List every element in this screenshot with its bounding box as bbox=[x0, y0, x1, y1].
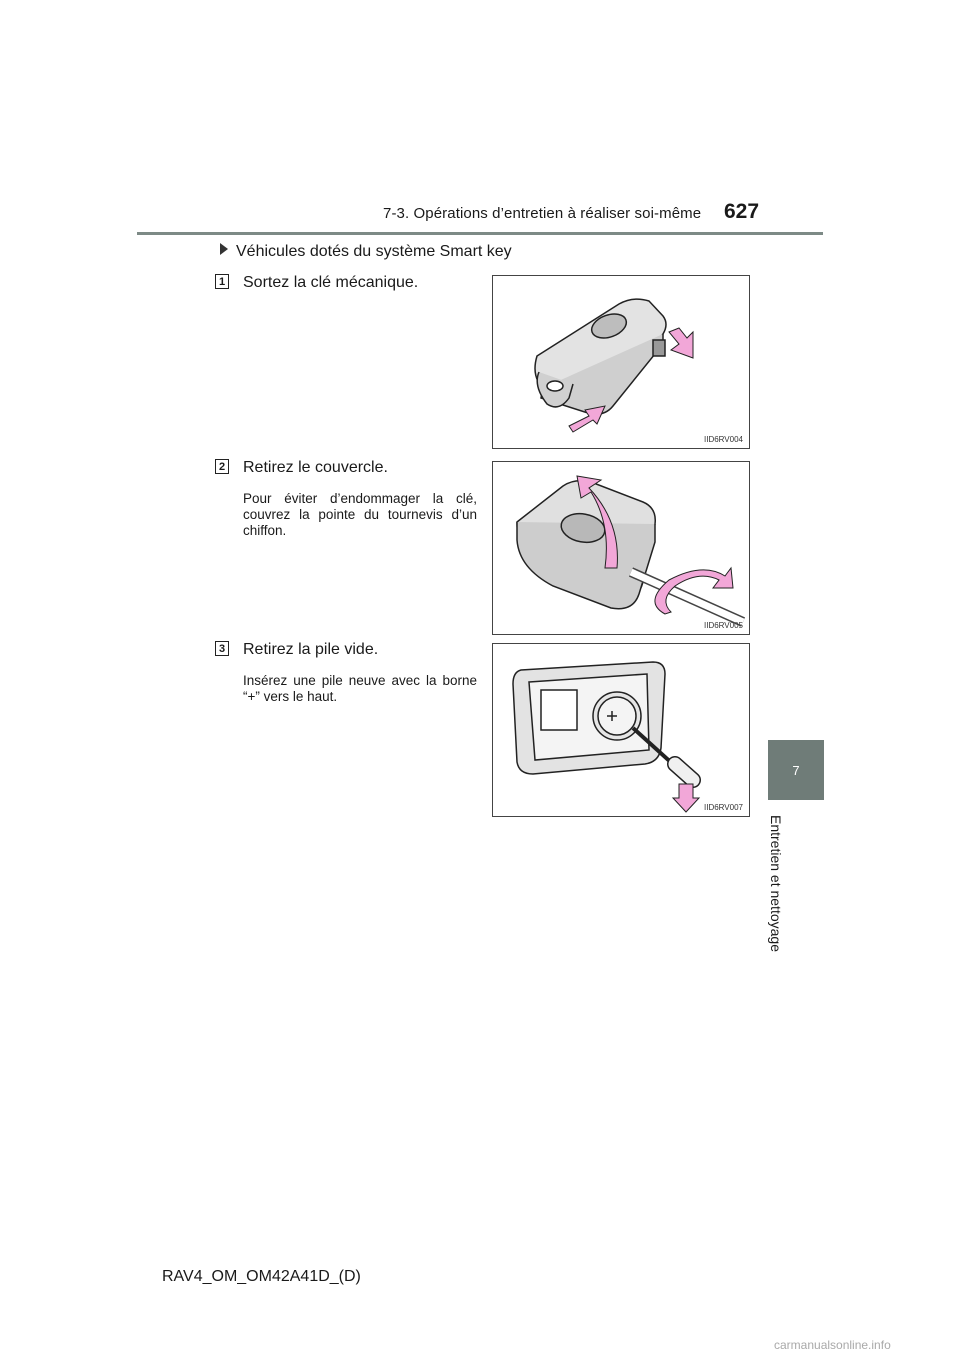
step-title-2: Retirez le couvercle. bbox=[243, 459, 388, 476]
step-note-3: Insérez une pile neuve avec la borne “+”… bbox=[243, 673, 477, 704]
page-number: 627 bbox=[724, 200, 760, 223]
step-note-2: Pour éviter d’endommager la clé, couvrez… bbox=[243, 491, 477, 538]
step-title-3: Retirez la pile vide. bbox=[243, 641, 379, 658]
header-rule bbox=[137, 232, 823, 235]
manual-model-code: RAV4_OM_OM42A41D_(D) bbox=[162, 1268, 361, 1285]
figure-remove-battery: IID6RV007 bbox=[492, 643, 750, 817]
triangle-bullet-icon bbox=[220, 243, 228, 255]
chapter-title: Entretien et nettoyage bbox=[766, 815, 786, 965]
step-number-1: 1 bbox=[215, 274, 229, 289]
key-fob-illustration bbox=[534, 298, 694, 433]
step-number-2: 2 bbox=[215, 459, 229, 474]
figure-remove-mechanical-key: IID6RV004 bbox=[492, 275, 750, 449]
step-title-1: Sortez la clé mécanique. bbox=[243, 274, 419, 291]
figure-code: IID6RV005 bbox=[704, 621, 743, 630]
battery-removal-illustration bbox=[512, 661, 701, 813]
subheading: Véhicules dotés du système Smart key bbox=[220, 243, 512, 261]
cover-removal-illustration bbox=[516, 475, 746, 627]
watermark: carmanualsonline.info bbox=[774, 1338, 891, 1352]
figure-code: IID6RV004 bbox=[704, 435, 743, 444]
chapter-tab: 7 bbox=[768, 740, 824, 800]
chapter-title-text: Entretien et nettoyage bbox=[768, 815, 784, 952]
figure-remove-cover: IID6RV005 bbox=[492, 461, 750, 635]
step-number-3: 3 bbox=[215, 641, 229, 656]
subheading-text: Véhicules dotés du système Smart key bbox=[236, 243, 512, 260]
section-title: 7-3. Opérations d’entretien à réaliser s… bbox=[383, 205, 702, 222]
figure-code: IID6RV007 bbox=[704, 803, 743, 812]
